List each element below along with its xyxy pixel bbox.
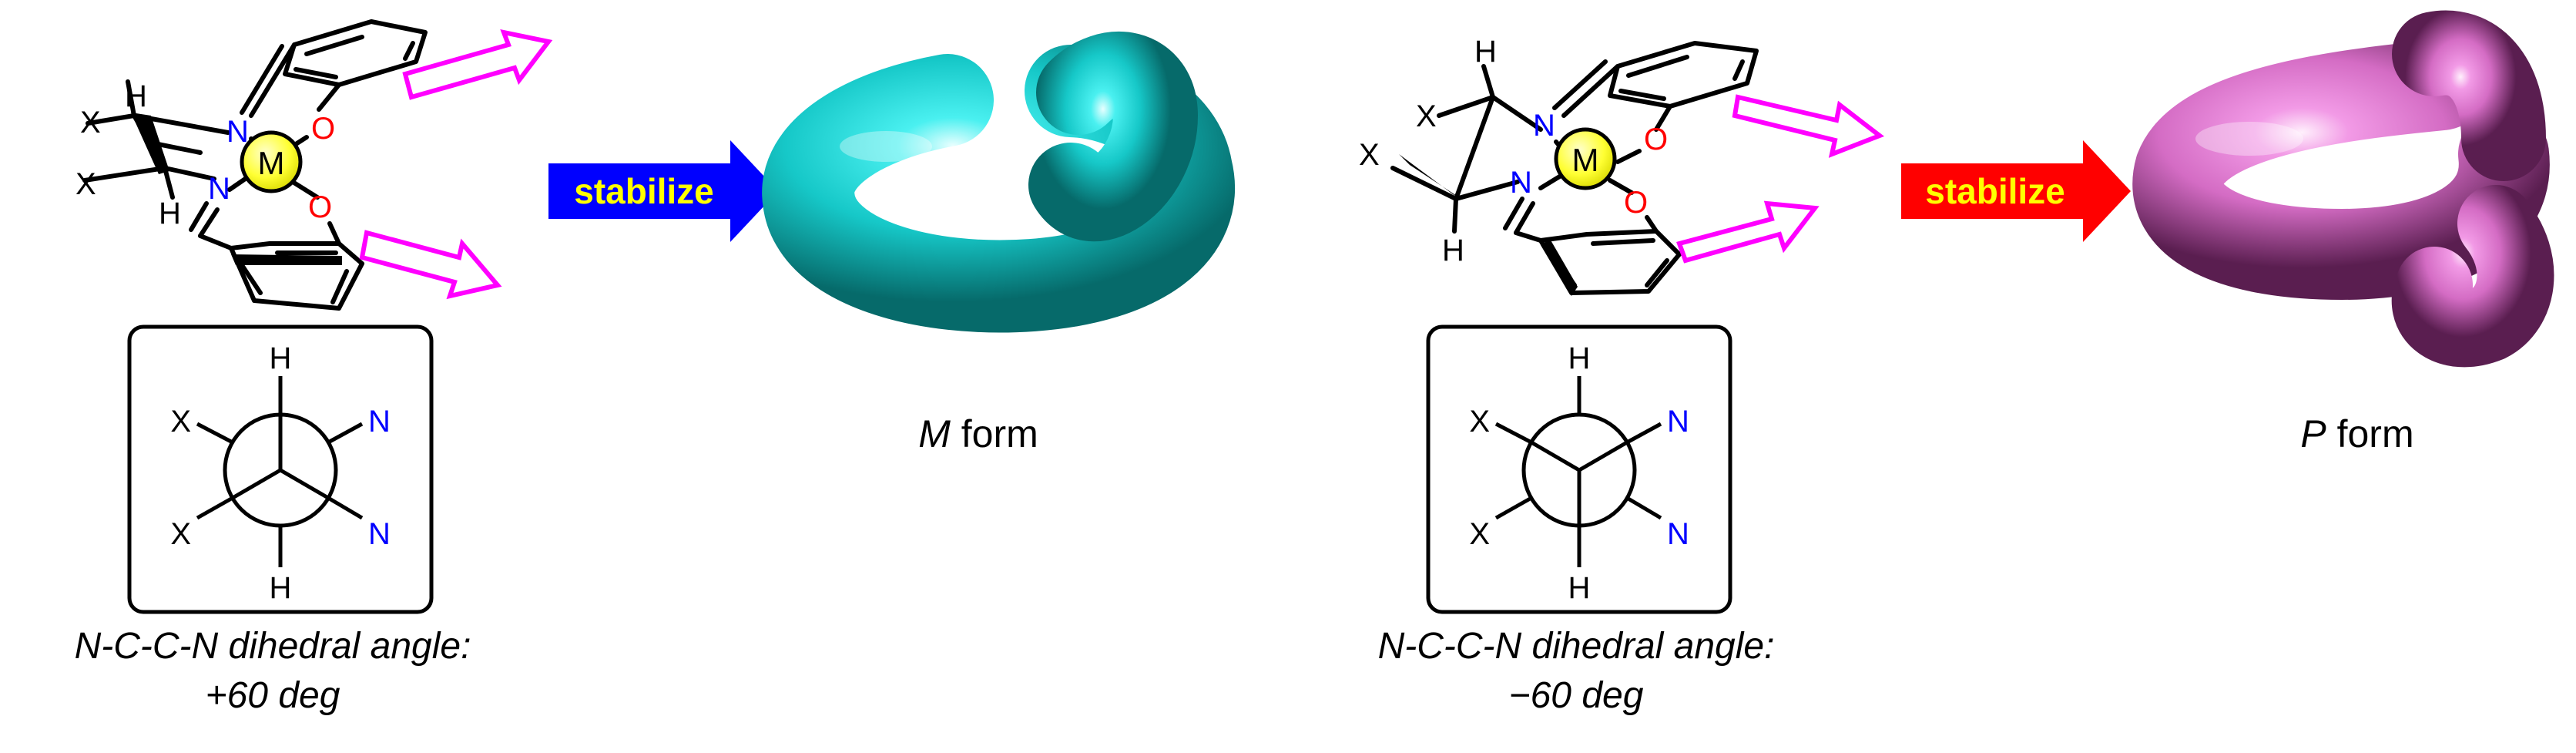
newman-x-upper: X: [1469, 405, 1490, 439]
atom-o: O: [311, 112, 335, 146]
newman-h-bottom: H: [1568, 571, 1591, 605]
double-line-arrow-icon: [1676, 200, 1820, 264]
right-dihedral-line1: N-C-C-N dihedral angle:: [1378, 626, 1775, 667]
p-form-helix: [2132, 10, 2554, 368]
lower-benzene-ring: [229, 241, 364, 311]
block-arrow-icon: [1901, 140, 2131, 242]
atom-x: X: [80, 106, 101, 140]
right-handed-helix-icon: [2132, 39, 2550, 301]
atom-x: X: [75, 167, 96, 201]
m-form-helix: [762, 32, 1235, 333]
left-newman-box: H H X X N N: [127, 324, 434, 614]
right-dihedral-line2: −60 deg: [1509, 675, 1644, 716]
atom-h: H: [1474, 35, 1497, 69]
right-block-arrow: stabilize: [1901, 140, 2131, 242]
atom-n: N: [1533, 109, 1555, 143]
metal-label: M: [258, 145, 285, 181]
atom-o: O: [308, 190, 332, 224]
p-form-label: P form: [2300, 412, 2413, 455]
left-dihedral-line1: N-C-C-N dihedral angle:: [75, 626, 471, 667]
left-hollow-arrow-upper: [402, 29, 553, 100]
newman-n-upper: N: [1667, 405, 1689, 439]
newman-n-lower: N: [368, 517, 391, 551]
atom-n: N: [1510, 166, 1532, 200]
atom-x: X: [1416, 99, 1437, 133]
right-molecule-labels: X X H H N N O O: [1359, 35, 1668, 267]
atom-h: H: [125, 79, 147, 113]
atom-h: H: [1442, 234, 1464, 267]
metal-label: M: [1572, 142, 1599, 178]
left-molecule-labels: X X H H N N O O: [75, 79, 335, 230]
atom-h: H: [159, 197, 181, 230]
newman-h-top: H: [270, 341, 292, 375]
newman-h-top: H: [1568, 341, 1591, 375]
block-arrow-icon: [548, 140, 778, 242]
atom-o: O: [1644, 123, 1668, 156]
newman-n-lower: N: [1667, 517, 1689, 551]
atom-o: O: [1624, 186, 1648, 220]
newman-n-upper: N: [368, 405, 391, 439]
left-block-arrow: stabilize: [548, 140, 778, 242]
atom-n: N: [226, 115, 249, 149]
atom-x: X: [1359, 138, 1380, 172]
double-line-arrow-icon: [402, 29, 553, 100]
metal-center: [240, 130, 303, 193]
metal-center: [1554, 127, 1617, 190]
right-newman-box: H H X X N N: [1426, 324, 1732, 614]
right-wedge-bond-2: [1541, 239, 1578, 296]
newman-h-bottom: H: [270, 571, 292, 605]
newman-x-lower: X: [1469, 517, 1490, 551]
double-line-arrow-icon: [359, 230, 502, 300]
m-form-label: M form: [918, 412, 1038, 455]
atom-n: N: [208, 172, 230, 206]
upper-benzene-ring: [283, 19, 428, 87]
left-dihedral-line2: +60 deg: [206, 675, 340, 716]
left-hollow-arrow-lower: [359, 230, 502, 300]
left-wedge-bond: [131, 113, 169, 174]
right-arrow-label: stabilize: [1925, 171, 2065, 211]
newman-x-upper: X: [170, 405, 191, 439]
upper-benzene-ring: [1608, 41, 1759, 109]
double-line-arrow-icon: [1732, 94, 1885, 158]
left-arrow-label: stabilize: [574, 171, 714, 211]
left-wedge-bond-2: [231, 254, 342, 265]
newman-x-lower: X: [170, 517, 191, 551]
